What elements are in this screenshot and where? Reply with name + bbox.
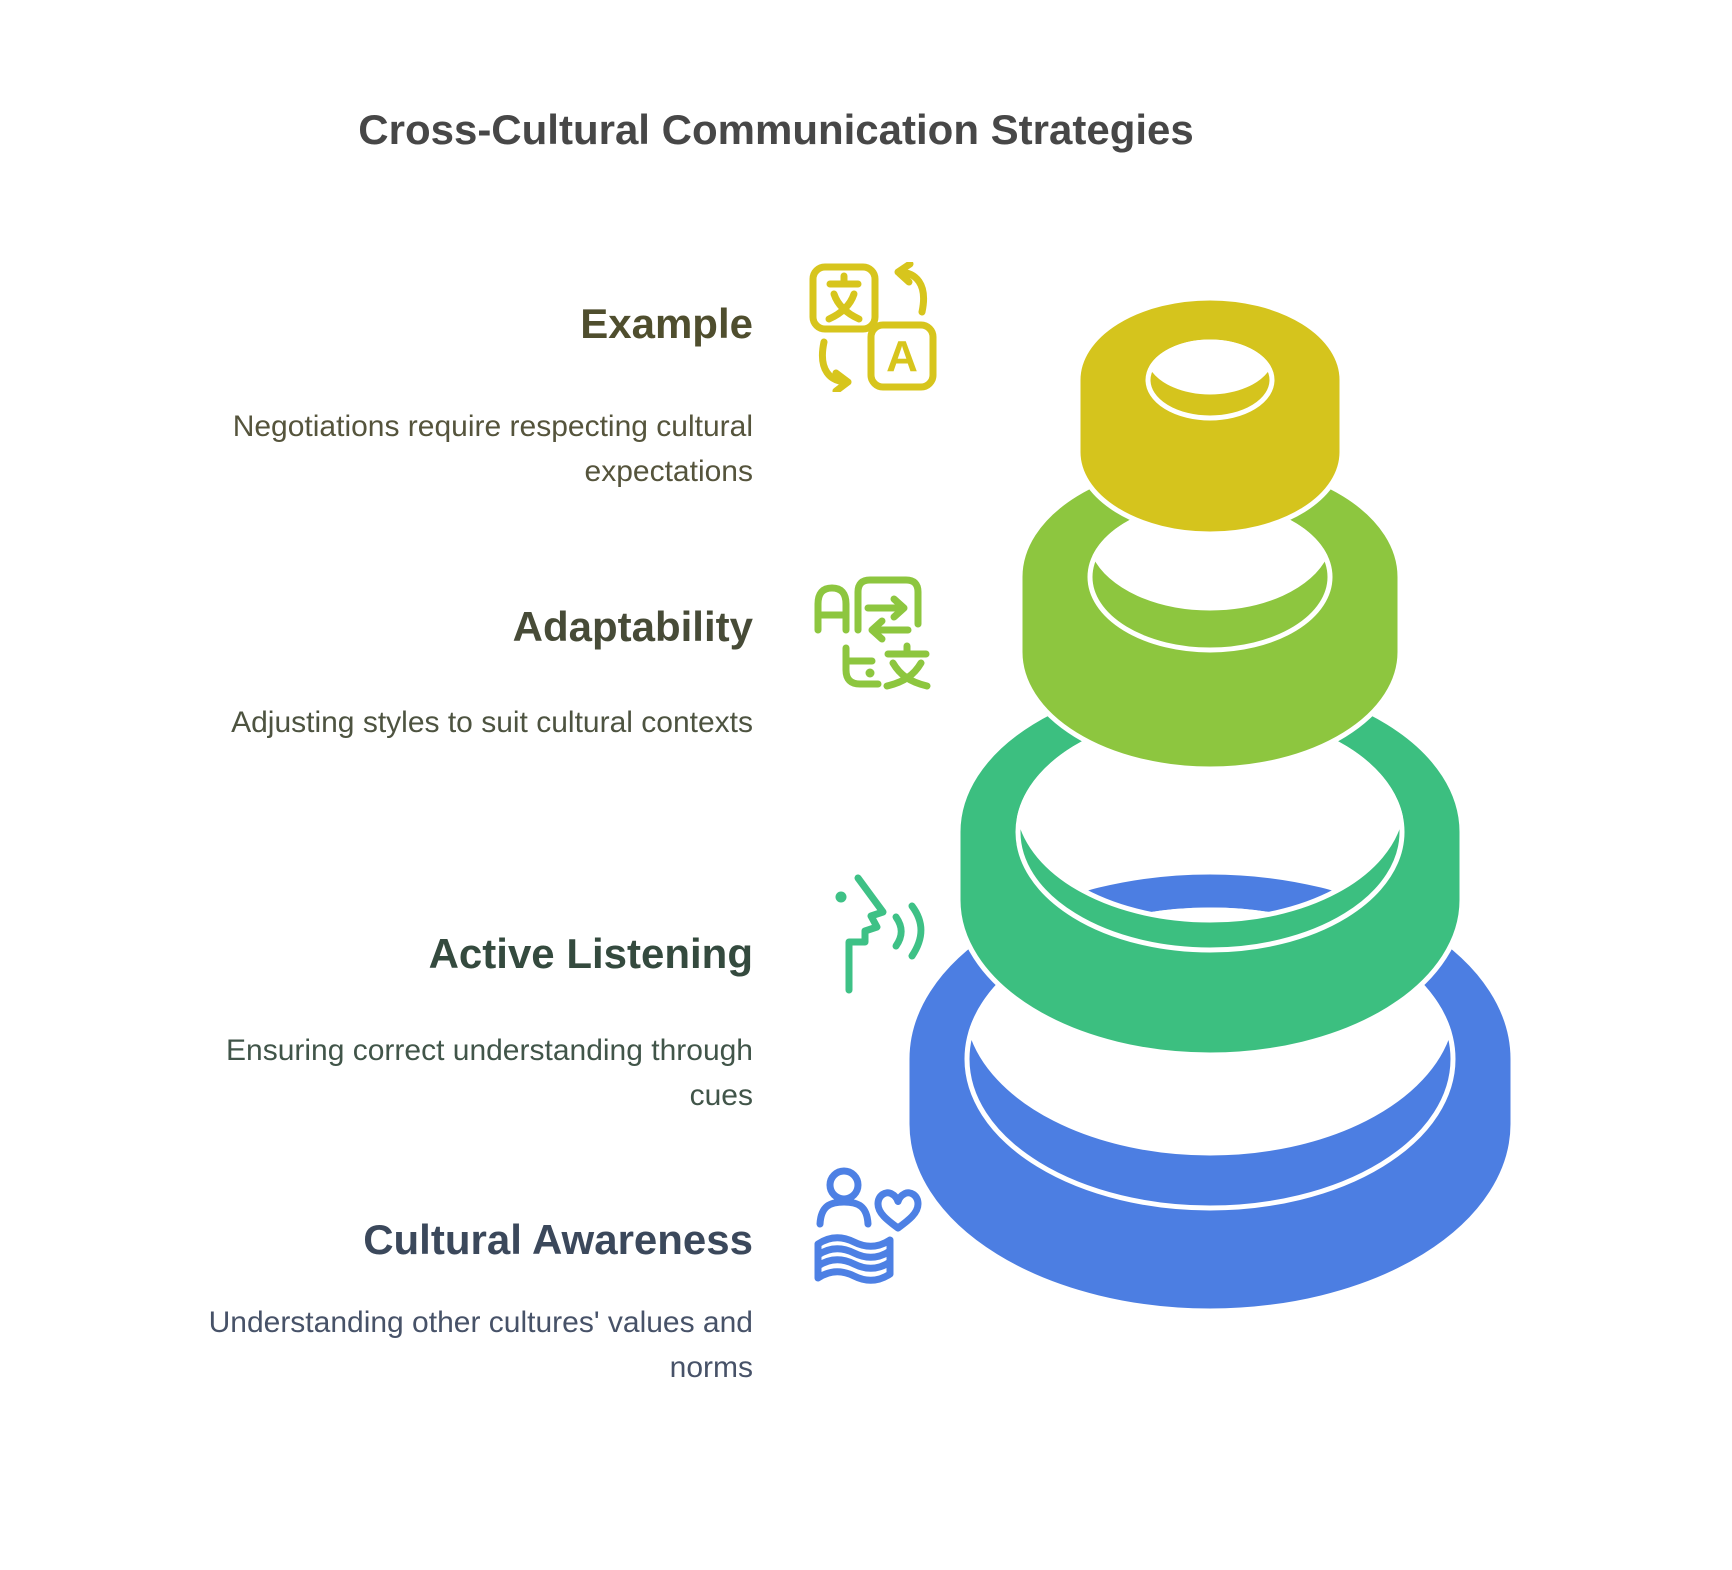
svg-text:A: A — [886, 332, 918, 381]
section-description: Adjusting styles to suit cultural contex… — [231, 706, 753, 739]
pyramid-ring-hole-rim-adaptability — [1087, 501, 1333, 653]
pyramid-ring-cultural-awareness — [904, 869, 1516, 1314]
speaking-face-icon — [808, 872, 938, 1002]
page-title: Cross-Cultural Communication Strategies — [358, 106, 1194, 153]
person-heart-flag-icon — [808, 1162, 938, 1292]
pyramid-ring-hole-rim-example — [1145, 339, 1275, 421]
speaking-face-icon-svg — [835, 874, 925, 994]
language-exchange-icon-svg — [814, 576, 931, 690]
pyramid-ring-hole-rim-cultural-awareness — [964, 907, 1456, 1211]
pyramid-ring-active-listening — [955, 674, 1465, 1058]
pyramid-ring-example — [1075, 295, 1345, 537]
section-heading: Active Listening — [428, 930, 753, 977]
section-description: Understanding other cultures' values and… — [208, 1306, 753, 1384]
pyramid-ring-adaptability — [1017, 457, 1403, 772]
section-description: Ensuring correct understanding through c… — [226, 1034, 753, 1112]
translate-icon-svg: A — [809, 262, 937, 392]
translate-icon: A — [808, 262, 938, 392]
pyramid-ring-hole-rim-active-listening — [1015, 711, 1405, 953]
section-heading: Adaptability — [512, 603, 753, 650]
section-heading: Cultural Awareness — [363, 1216, 753, 1263]
language-exchange-icon — [808, 568, 938, 698]
section-description: Negotiations require respecting cultural… — [232, 410, 753, 488]
section-heading: Example — [580, 300, 753, 347]
person-heart-flag-icon-svg — [814, 1167, 922, 1284]
